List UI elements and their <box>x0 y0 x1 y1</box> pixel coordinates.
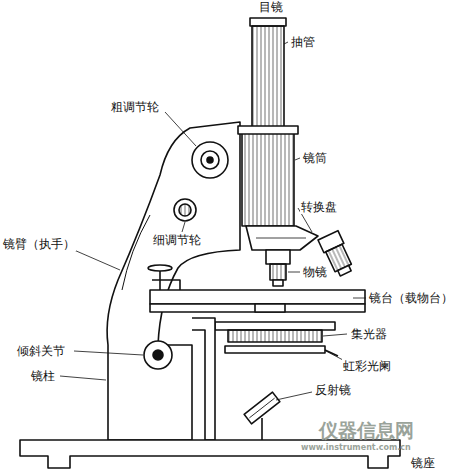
part-label: 镜筒 <box>302 151 328 165</box>
part-label: 反射镜 <box>314 383 352 397</box>
watermark: 仪器信息网 <box>318 420 415 441</box>
part-label: 镜柱 <box>30 369 56 383</box>
watermark-url: www.instrument.com.cn <box>300 443 412 453</box>
part-label: 虹彩光阑 <box>342 359 392 373</box>
part-label: 转换盘 <box>300 200 338 214</box>
part-label: 目镜 <box>258 0 284 14</box>
part-label: 镜座 <box>410 456 436 470</box>
part-label: 倾斜关节 <box>16 344 66 358</box>
part-label: 细调节轮 <box>152 233 202 247</box>
part-label: 镜臂（执手） <box>2 237 76 251</box>
part-label: 物镜 <box>302 265 328 279</box>
part-label: 集光器 <box>350 327 388 341</box>
part-label: 抽管 <box>290 35 316 49</box>
part-label: 粗调节轮 <box>110 100 160 114</box>
part-label: 镜台（载物台） <box>368 291 454 305</box>
